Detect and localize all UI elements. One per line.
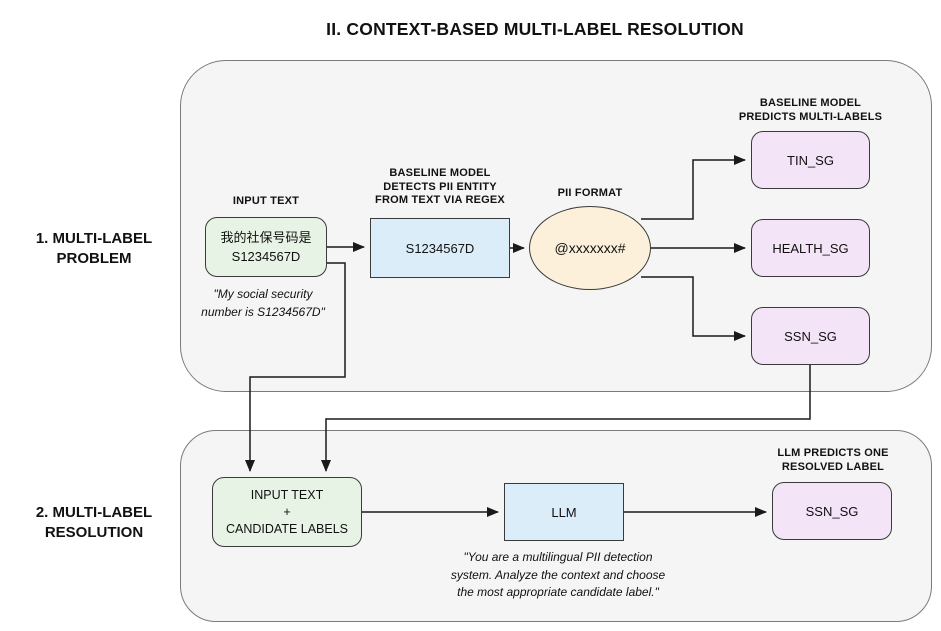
label-node-health-sg: HEALTH_SG	[751, 219, 870, 277]
baseline-model-header: BASELINE MODEL DETECTS PII ENTITY FROM T…	[375, 167, 505, 206]
diagram-title: II. CONTEXT-BASED MULTI-LABEL RESOLUTION	[326, 19, 744, 39]
llm-output-header: LLM PREDICTS ONE RESOLVED LABEL	[777, 447, 889, 473]
section1-side-label: 1. MULTI-LABEL PROBLEM	[35, 230, 153, 267]
pii-format-node: @xxxxxxx#	[529, 206, 651, 290]
input-plus-candidates-node: INPUT TEXT + CANDIDATE LABELS	[212, 477, 362, 547]
detected-entity-node: S1234567D	[370, 218, 510, 278]
llm-prompt-caption: "You are a multilingual PII detection sy…	[450, 550, 666, 599]
input-text-header: INPUT TEXT	[232, 195, 300, 207]
input-text-node: 我的社保号码是 S1234567D	[205, 217, 327, 277]
multilabel-header: BASELINE MODEL PREDICTS MULTI-LABELS	[738, 97, 883, 123]
pii-format-header: PII FORMAT	[557, 187, 623, 199]
section2-side-label: 2. MULTI-LABEL RESOLUTION	[35, 504, 153, 541]
label-node-tin-sg: TIN_SG	[751, 131, 870, 189]
label-node-ssn-sg: SSN_SG	[751, 307, 870, 365]
input-translation-caption: "My social security number is S1234567D"	[201, 287, 325, 319]
resolved-label-node: SSN_SG	[772, 482, 892, 540]
llm-node: LLM	[504, 483, 624, 541]
